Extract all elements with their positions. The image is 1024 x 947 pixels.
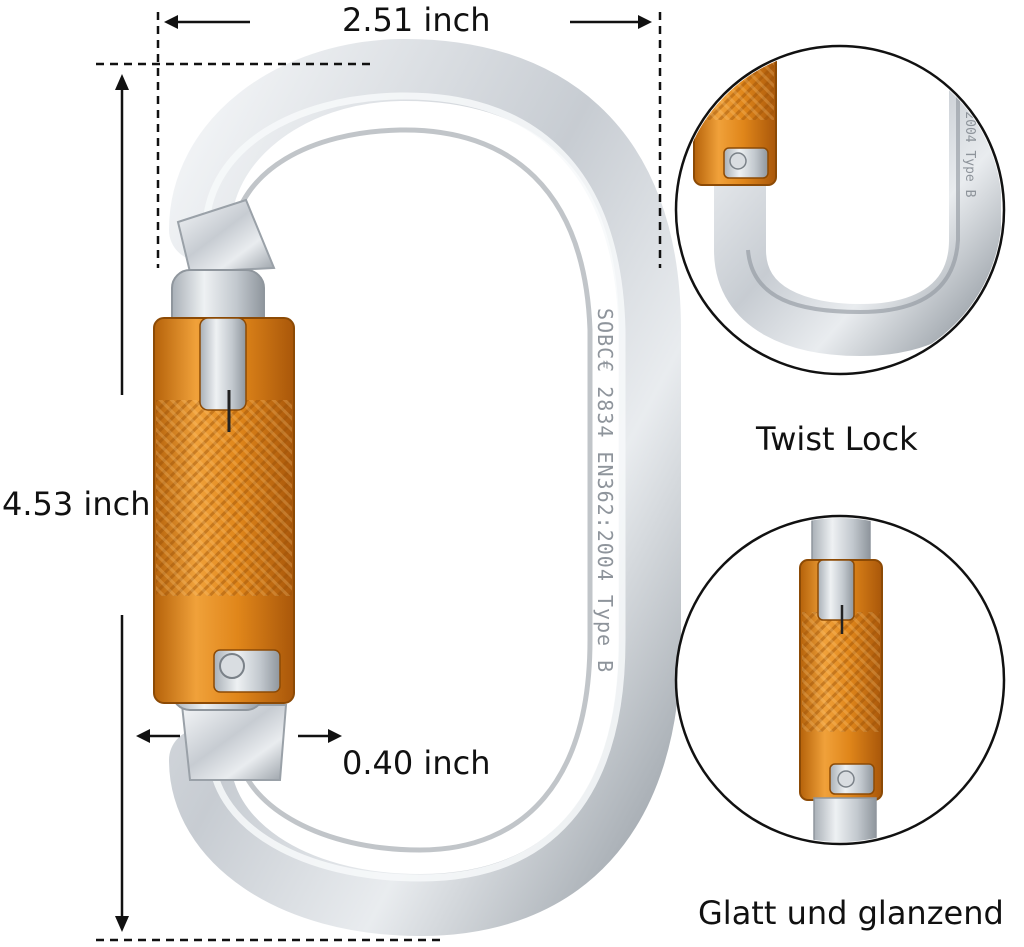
dimension-lines — [96, 12, 662, 942]
height-arrowhead-top — [115, 74, 129, 90]
inset-gate-slot — [817, 559, 855, 621]
frame-hinge — [180, 704, 288, 781]
inset-finish — [674, 514, 1006, 846]
gate-rivet — [219, 653, 245, 679]
width-dimension-label: 2.51 inch — [342, 1, 491, 39]
frame-nose — [176, 198, 276, 274]
frame-body — [169, 38, 681, 937]
inset-rivet — [729, 152, 747, 170]
width-arrowhead-left — [164, 15, 178, 29]
inset-frame-curve — [714, 60, 1001, 357]
inset-pin-bottom — [813, 797, 877, 842]
height-arrowhead-bottom — [115, 916, 129, 932]
inset-frame-groove — [746, 60, 960, 315]
inset-gate-rivet — [837, 770, 855, 788]
carabiner-frame: SOBC€ 2834 EN362:2004 Type B — [169, 38, 681, 937]
finish-caption: Glatt und glanzend — [698, 894, 1004, 932]
height-dimension-label: 4.53 inch — [2, 485, 151, 523]
frame-highlight — [202, 92, 626, 882]
inset-sleeve-knurling — [696, 48, 774, 120]
engraving-text: SOBC€ 2834 EN362:2004 Type B — [593, 308, 617, 673]
width-arrowhead-right — [638, 15, 652, 29]
gate-opening-label: 0.40 inch — [342, 744, 491, 782]
twist-lock-caption: Twist Lock — [756, 420, 918, 458]
gate-arrowhead-right — [328, 729, 342, 743]
inset-engraving: 362:2004 Type B — [962, 80, 977, 198]
gate — [153, 269, 295, 711]
sleeve-knurling — [156, 400, 292, 596]
gate-arrowhead-left — [136, 729, 150, 743]
sleeve-slot-top — [199, 317, 247, 411]
inset-twist-lock: 362:2004 Type B — [674, 44, 1006, 376]
frame-inner-groove — [229, 127, 593, 853]
